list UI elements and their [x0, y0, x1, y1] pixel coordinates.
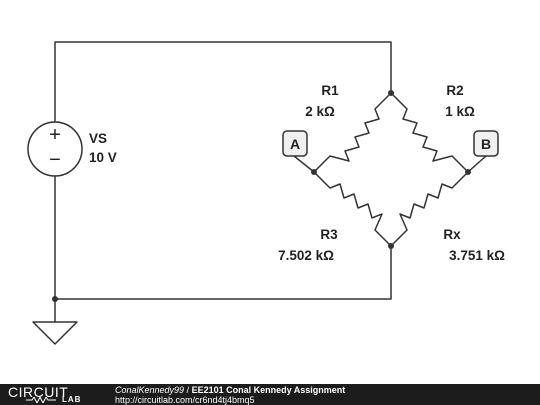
circuit-schematic: + − VS 10 V R1 2 kΩ R2 1 kΩ R3 7.502 kΩ … — [27, 41, 505, 345]
probe-a-label: A — [290, 136, 300, 152]
node-ground — [52, 296, 58, 302]
probe-a[interactable]: A — [282, 130, 308, 157]
probe-b-label: B — [481, 136, 491, 152]
r1-resistor — [313, 92, 392, 173]
rx-name: Rx — [443, 227, 461, 242]
r3-resistor — [313, 171, 392, 247]
r3-value: 7.502 kΩ — [278, 248, 334, 263]
logo-word-circuit: CIRCUIT — [8, 384, 69, 400]
source-name: VS — [89, 131, 107, 146]
r2-name: R2 — [446, 83, 463, 98]
footer-url[interactable]: http://circuitlab.com/cr6nd4tj4bmq5 — [115, 395, 255, 405]
source-minus-sign: − — [49, 149, 61, 171]
r1-name: R1 — [321, 83, 339, 98]
node-top — [388, 90, 394, 96]
rx-value: 3.751 kΩ — [449, 248, 505, 263]
node-b — [465, 169, 471, 175]
footer-title: EE2101 Conal Kennedy Assignment — [191, 385, 346, 395]
voltage-source-symbol — [27, 121, 83, 177]
top-wire — [54, 41, 392, 123]
source-plus-sign: + — [49, 124, 61, 146]
rx-resistor — [390, 171, 469, 247]
footer-credit: ConalKennedy99 / EE2101 Conal Kennedy As… — [115, 385, 345, 395]
node-bottom — [388, 243, 394, 249]
probe-a-lead — [293, 155, 315, 173]
logo-word-lab: LAB — [62, 395, 82, 404]
r3-name: R3 — [320, 227, 338, 242]
probe-b-lead — [467, 155, 487, 173]
logo-resistor-icon — [26, 397, 56, 403]
footer-separator: / — [184, 385, 192, 395]
ground-icon — [32, 321, 78, 345]
probe-b[interactable]: B — [473, 130, 499, 157]
bottom-wire — [54, 175, 392, 300]
r2-value: 1 kΩ — [445, 104, 475, 119]
r2-resistor — [390, 92, 469, 173]
r1-value: 2 kΩ — [305, 104, 335, 119]
footer-bar: CIRCUIT LAB ConalKennedy99 / EE2101 Cona… — [0, 384, 540, 405]
node-a — [311, 169, 317, 175]
circuitlab-logo[interactable]: CIRCUIT LAB — [8, 384, 96, 404]
source-value: 10 V — [89, 150, 117, 165]
footer-author[interactable]: ConalKennedy99 — [115, 385, 185, 395]
